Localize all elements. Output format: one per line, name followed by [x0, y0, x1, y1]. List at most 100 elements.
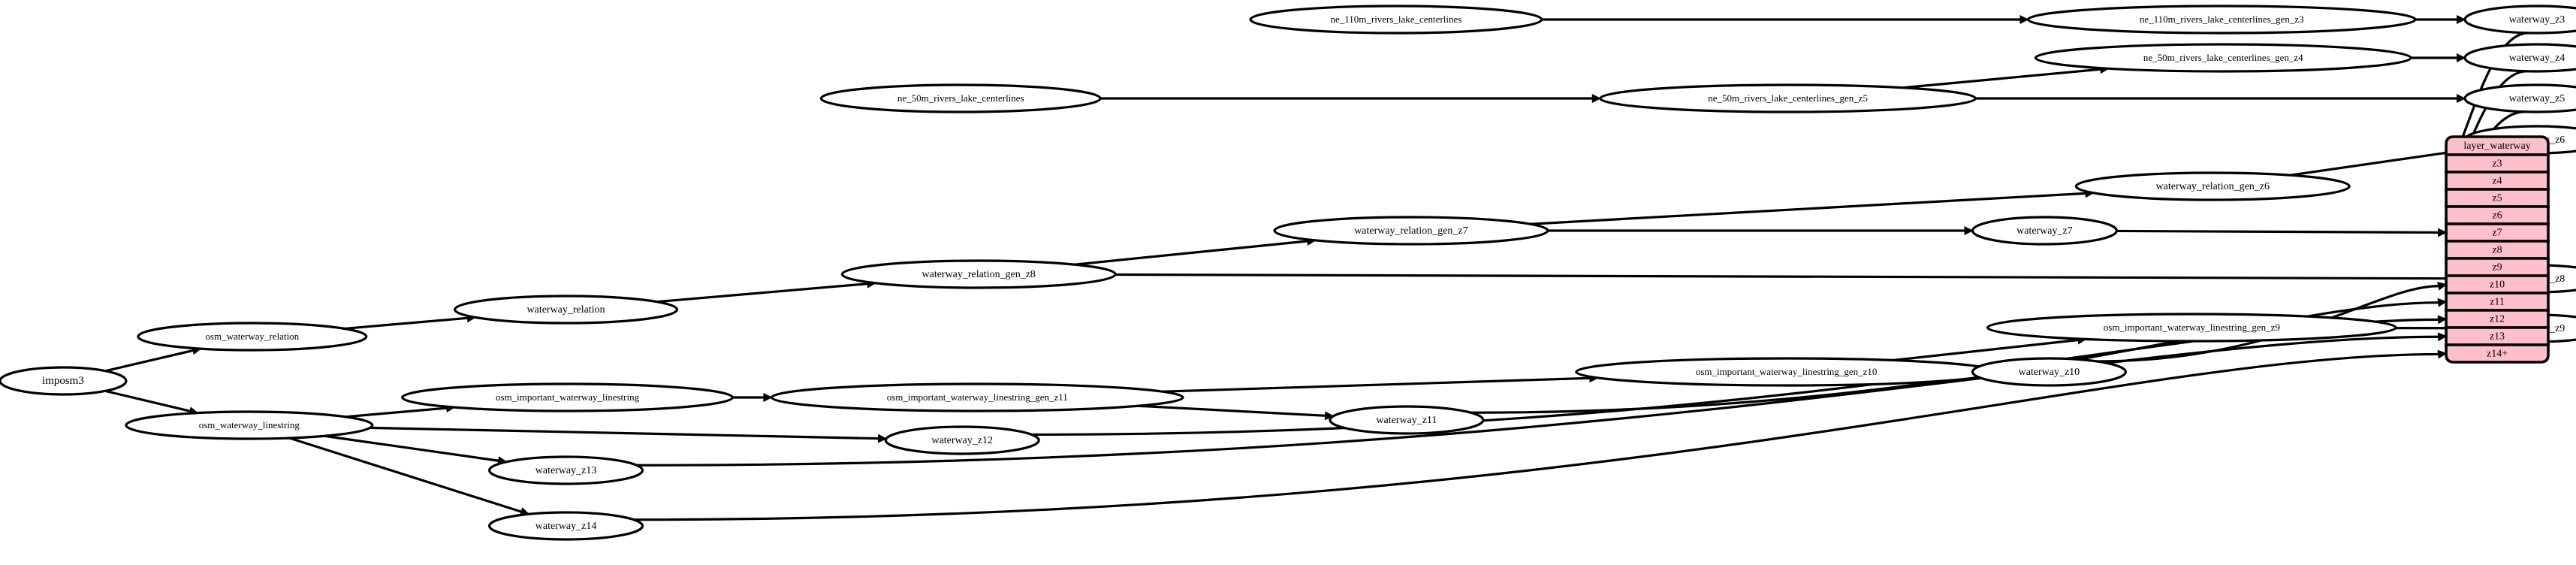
- table-row-label-z12: z12: [2490, 314, 2505, 325]
- graph-node-osm_waterway_relation[interactable]: osm_waterway_relation: [137, 322, 368, 352]
- graph-node-osm_important_waterway_linestring[interactable]: osm_important_waterway_linestring: [401, 382, 734, 412]
- node-label: ne_110m_rivers_lake_centerlines_gen_z3: [2140, 14, 2304, 25]
- graph-node-ne_50m_rivers_lake_centerlines_gen_z5[interactable]: ne_50m_rivers_lake_centerlines_gen_z5: [1599, 83, 1977, 113]
- node-ellipse: [1986, 313, 2397, 343]
- node-label: waterway_z10: [2019, 367, 2080, 378]
- node-label: osm_waterway_linestring: [199, 419, 300, 431]
- arrowhead-icon: [2437, 298, 2448, 307]
- node-ellipse: [2463, 83, 2576, 113]
- node-label: ne_50m_rivers_lake_centerlines_gen_z5: [1708, 92, 1868, 104]
- table-header-label: layer_waterway: [2463, 140, 2530, 152]
- edge-osm_important_waterway_linestring_gen_z11-to-waterway_z11: [1138, 404, 1326, 417]
- node-label: waterway_relation_gen_z8: [922, 269, 1036, 280]
- node-ellipse: [137, 322, 368, 352]
- node-ellipse: [2074, 171, 2351, 201]
- graph-node-osm_waterway_linestring[interactable]: osm_waterway_linestring: [125, 410, 374, 440]
- arrowhead-icon: [2457, 53, 2466, 62]
- table-row-z14+[interactable]: [2445, 343, 2550, 364]
- graph-node-ne_110m_rivers_lake_centerlines[interactable]: ne_110m_rivers_lake_centerlines: [1249, 5, 1543, 35]
- node-ellipse: [1971, 357, 2127, 387]
- graph-node-waterway_relation[interactable]: waterway_relation: [454, 295, 679, 325]
- node-ellipse: [2463, 43, 2576, 73]
- edge-waterway_relation_gen_z8-to-waterway_z8: [1115, 273, 2457, 280]
- node-label: waterway_z4: [2509, 53, 2565, 64]
- graph-node-ne_110m_rivers_lake_centerlines_gen_z3[interactable]: ne_110m_rivers_lake_centerlines_gen_z3: [2026, 5, 2417, 35]
- node-ellipse: [488, 455, 644, 485]
- node-ellipse: [125, 410, 374, 440]
- node-label: osm_important_waterway_linestring_gen_z9: [2104, 322, 2280, 333]
- graph-node-waterway_relation_gen_z6[interactable]: waterway_relation_gen_z6: [2074, 171, 2351, 201]
- arrowhead-icon: [2437, 332, 2448, 342]
- edge-osm_important_waterway_linestring_gen_z10-to-osm_important_waterway_linestring_gen_z9: [1893, 338, 2079, 362]
- graph-node-waterway_z11[interactable]: waterway_z11: [1329, 405, 1485, 435]
- arrowhead-icon: [2019, 15, 2029, 24]
- node-label: waterway_relation: [527, 304, 605, 316]
- table-row-label-z11: z11: [2490, 297, 2505, 308]
- table-row-label-z13: z13: [2490, 331, 2505, 343]
- edge-imposm3-to-osm_waterway_relation: [105, 349, 194, 373]
- graph-node-imposm3[interactable]: imposm3: [0, 366, 128, 396]
- graph-node-ne_50m_rivers_lake_centerlines[interactable]: ne_50m_rivers_lake_centerlines: [819, 83, 1102, 113]
- edge-waterway_z7-to-layer_waterway_z7: [2116, 229, 2439, 234]
- graph-node-waterway_relation_gen_z7[interactable]: waterway_relation_gen_z7: [1273, 216, 1549, 246]
- graph-node-waterway_z12[interactable]: waterway_z12: [884, 425, 1040, 455]
- graph-node-osm_important_waterway_linestring_gen_z9[interactable]: osm_important_waterway_linestring_gen_z9: [1986, 313, 2397, 343]
- graph-node-waterway_z14[interactable]: waterway_z14: [488, 511, 644, 541]
- node-ellipse: [401, 382, 734, 412]
- edges-layer: [104, 15, 2529, 521]
- node-ellipse: [770, 382, 1184, 412]
- node-label: waterway_relation_gen_z7: [1354, 225, 1467, 237]
- table-row-label-z4: z4: [2492, 176, 2502, 187]
- nodes-layer: imposm3 osm_waterway_relation osm_waterway…: [0, 5, 2576, 541]
- node-ellipse: [454, 295, 679, 325]
- node-label: waterway_relation_gen_z6: [2156, 181, 2270, 192]
- arrowhead-icon: [2457, 15, 2466, 24]
- node-ellipse: [488, 511, 644, 541]
- graph-node-waterway_z7[interactable]: waterway_z7: [1971, 216, 2118, 246]
- edge-waterway_z11-to-layer_waterway_z11: [1470, 301, 2439, 414]
- edge-osm_important_waterway_linestring_gen_z11-to-osm_important_waterway_linestring_gen_z10: [1163, 376, 1591, 393]
- node-label: ne_50m_rivers_lake_centerlines_gen_z4: [2143, 52, 2303, 63]
- graph-node-waterway_z13[interactable]: waterway_z13: [488, 455, 644, 485]
- node-ellipse: [2463, 5, 2576, 35]
- node-label: imposm3: [42, 375, 84, 387]
- graph-node-waterway_z4[interactable]: waterway_z4: [2463, 43, 2576, 73]
- node-label: waterway_z5: [2509, 93, 2565, 104]
- node-label: ne_110m_rivers_lake_centerlines: [1331, 14, 1462, 25]
- layer-waterway-table: layer_waterwayz3z4z5z6z7z8z9z10z11z12z13…: [2445, 135, 2550, 364]
- edge-waterway_relation-to-waterway_relation_gen_z8: [656, 282, 868, 304]
- edge-osm_waterway_linestring-to-waterway_z12: [370, 426, 879, 440]
- edge-imposm3-to-osm_waterway_linestring: [104, 389, 191, 412]
- node-ellipse: [819, 83, 1102, 113]
- graph-node-waterway_z3[interactable]: waterway_z3: [2463, 5, 2576, 35]
- arrowhead-icon: [763, 393, 773, 402]
- graph-node-osm_important_waterway_linestring_gen_z10[interactable]: osm_important_waterway_linestring_gen_z1…: [1575, 357, 1998, 387]
- arrowhead-icon: [1591, 94, 1602, 103]
- table-row-label-z6: z6: [2492, 210, 2502, 222]
- table-header-cell: [2445, 135, 2550, 156]
- arrowhead-icon: [2457, 94, 2466, 103]
- node-ellipse: [2034, 43, 2412, 73]
- graph-node-osm_important_waterway_linestring_gen_z11[interactable]: osm_important_waterway_linestring_gen_z1…: [770, 382, 1184, 412]
- edge-waterway_z13-to-layer_waterway_z13: [637, 335, 2439, 467]
- edge-waterway_z14-to-layer_waterway_z14_: [634, 352, 2439, 521]
- table-row-label-z8: z8: [2492, 245, 2502, 256]
- arrowhead-icon: [2438, 228, 2448, 237]
- table-row-label-z14+: z14+: [2487, 349, 2508, 360]
- edge-osm_waterway_linestring-to-waterway_z14: [288, 437, 522, 513]
- graph-node-waterway_z5[interactable]: waterway_z5: [2463, 83, 2576, 113]
- node-ellipse: [1971, 216, 2118, 246]
- table-row-label-z3: z3: [2492, 159, 2502, 170]
- table-row-label-z5: z5: [2492, 193, 2502, 204]
- arrowhead-icon: [1964, 226, 1974, 235]
- table-row-label-z9: z9: [2492, 262, 2502, 273]
- node-label: ne_50m_rivers_lake_centerlines: [897, 92, 1024, 104]
- arrowhead-icon: [2437, 349, 2448, 359]
- graph-node-waterway_relation_gen_z8[interactable]: waterway_relation_gen_z8: [840, 259, 1117, 289]
- arrowhead-icon: [1324, 411, 1335, 421]
- node-ellipse: [884, 425, 1040, 455]
- graph-node-ne_50m_rivers_lake_centerlines_gen_z4[interactable]: ne_50m_rivers_lake_centerlines_gen_z4: [2034, 43, 2412, 73]
- graph-node-waterway_z10[interactable]: waterway_z10: [1971, 357, 2127, 387]
